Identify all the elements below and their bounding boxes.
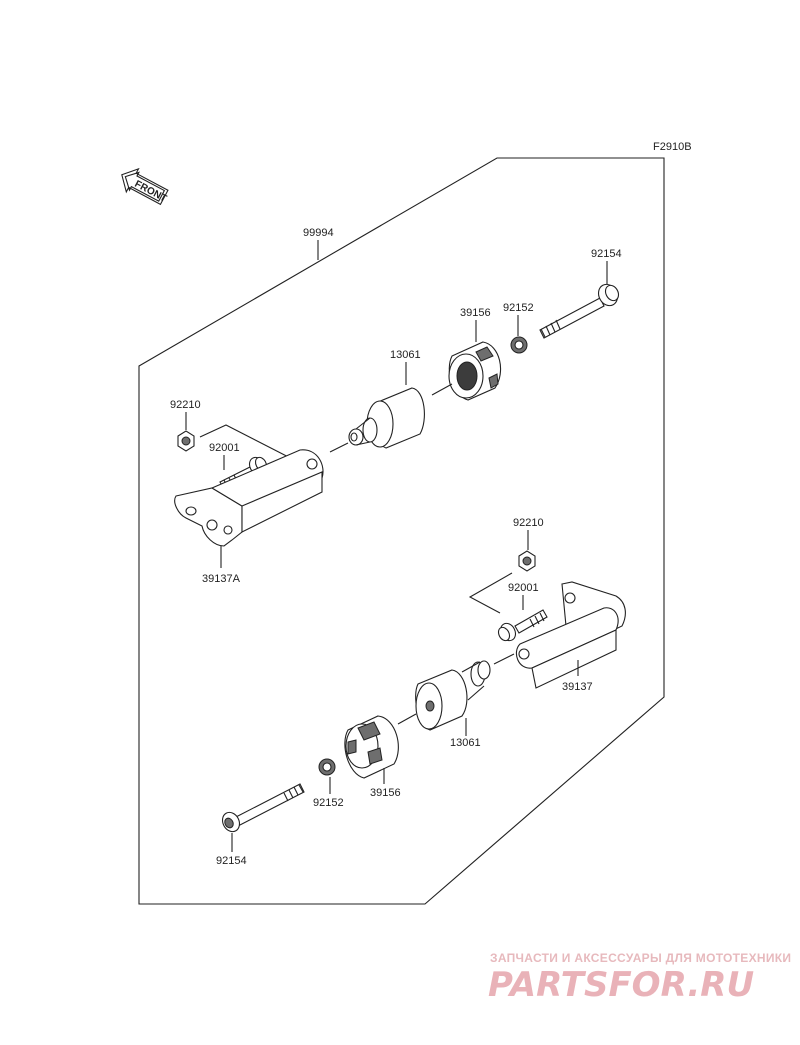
watermark-tagline: ЗАПЧАСТИ И АКСЕССУАРЫ ДЛЯ МОТОТЕХНИКИ [490,951,791,965]
nut-upper [177,430,195,452]
label-nut-upper: 92210 [170,399,201,411]
label-slider-upper: 39156 [460,307,491,319]
front-arrow-icon: FRONT [121,167,169,206]
collar-lower [415,660,491,731]
label-long-bolt-upper: 92154 [591,248,622,260]
label-slider-lower: 39156 [370,787,401,799]
label-bolt-lower: 92001 [508,582,539,594]
label-bolt-upper: 92001 [209,442,240,454]
nut-lower [518,550,536,572]
label-washer-lower: 92152 [313,797,344,809]
label-collar-upper: 13061 [390,349,421,361]
long-bolt-lower [221,783,305,833]
label-long-bolt-lower: 92154 [216,855,247,867]
watermark-logo: PARTSFOR.RU [488,965,754,1005]
collar-upper [348,387,425,449]
label-bracket-right: 39137 [562,681,593,693]
bracket-right [515,581,626,689]
bolt-lower [497,609,548,642]
kit-frame [138,157,665,905]
bracket-left [174,449,324,547]
slider-lower [344,715,399,779]
label-nut-lower: 92210 [513,517,544,529]
label-washer-upper: 92152 [503,302,534,314]
figure-code: F2910B [653,141,692,153]
label-kit: 99994 [303,227,334,239]
slider-upper [448,341,502,401]
washer-upper [510,336,528,354]
label-bracket-left: 39137A [202,573,241,585]
label-collar-lower: 13061 [450,737,481,749]
washer-lower [318,758,336,776]
long-bolt-upper [539,283,620,339]
